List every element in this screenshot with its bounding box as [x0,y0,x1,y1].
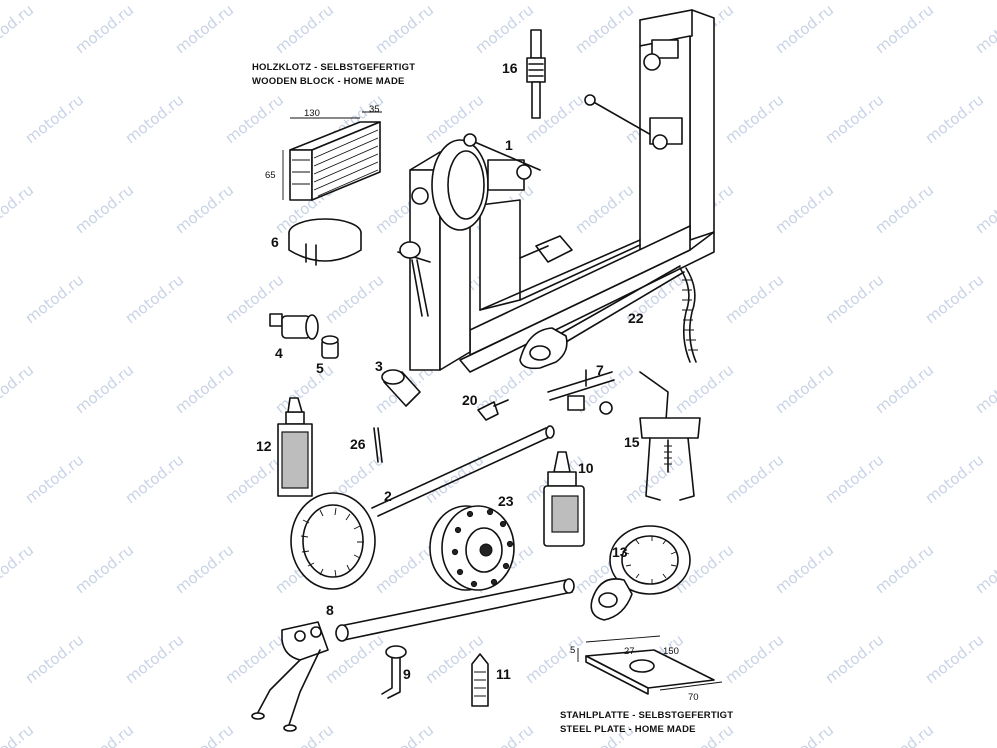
wooden-block-drawing [282,111,382,201]
block-length-label: 130 [304,108,320,119]
callout-5: 5 [316,360,324,376]
oil-bottle-drawing [543,451,585,547]
callout-4: 4 [275,345,283,361]
bearing-puller-drawing [639,371,701,501]
callout-6: 6 [271,234,279,250]
callout-3: 3 [375,358,383,374]
callout-16: 16 [502,60,518,76]
puller-bar-drawing [477,369,615,421]
callout-12: 12 [256,438,272,454]
plate-thickness-label: 5 [570,645,576,656]
steel-plate-note-en: STEEL PLATE - HOME MADE [560,724,696,735]
callout-8: 8 [326,602,334,618]
valve-tool-drawing [526,29,546,119]
steel-plate-drawing [577,635,723,695]
drift-and-pin-drawing [381,645,489,707]
plate-length-label: 150 [663,646,679,657]
block-height-label: 65 [265,170,276,181]
callout-2: 2 [384,488,392,504]
tube-and-pin-drawing [277,397,383,497]
wooden-block-note-en: WOODEN BLOCK - HOME MADE [252,76,405,87]
callout-23: 23 [498,493,514,509]
callout-15: 15 [624,434,640,450]
callout-13: 13 [612,544,628,560]
callout-22: 22 [628,310,644,326]
holding-fixture-drawing [251,578,575,732]
wooden-block-note-de: HOLZKLOTZ - SELBSTGEFERTIGT [252,62,416,73]
chain-wrench-drawing [519,265,698,370]
plate-width-label: 70 [688,692,699,703]
block-depth-label: 35 [369,104,380,115]
engine-stand-drawing [397,9,715,373]
callout-9: 9 [403,666,411,682]
callout-10: 10 [578,460,594,476]
ring-compressor-drawing [288,218,362,266]
callout-1: 1 [505,137,513,153]
callout-20: 20 [462,392,478,408]
flywheel-puller-drawing [429,505,515,591]
callout-26: 26 [350,436,366,452]
steel-plate-note-de: STAHLPLATTE - SELBSTGEFERTIGT [560,710,734,721]
plate-hole-label: 27 [624,646,635,657]
callout-7: 7 [596,362,604,378]
small-parts-drawing [269,313,421,407]
sprocket-holder-drawing [590,525,691,621]
clutch-holder-drawing [290,425,555,590]
callout-11: 11 [496,666,511,682]
